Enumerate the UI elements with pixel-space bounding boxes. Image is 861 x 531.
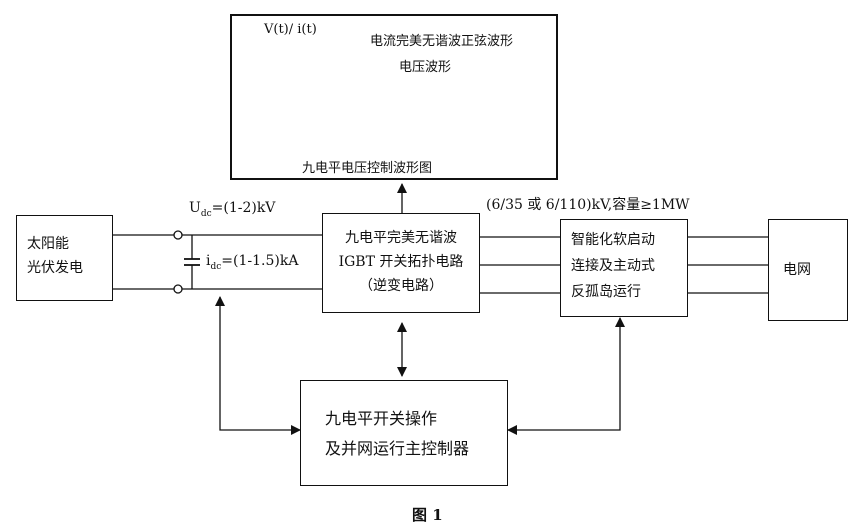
udc-symbol: U	[189, 200, 201, 216]
soft-start-box: 智能化软启动 连接及主动式 反孤岛运行	[560, 219, 688, 317]
terminal-bottom	[173, 284, 183, 294]
inverter-line2: IGBT 开关拓扑电路	[338, 254, 464, 270]
inverter-line1: 九电平完美无谐波	[345, 230, 457, 246]
arrow-dclink-controller	[215, 296, 301, 435]
waveform-axis-label: V(t)/ i(t)	[264, 22, 317, 37]
sine-wave-label: 电流完美无谐波正弦波形	[370, 34, 514, 49]
controller-box: 九电平开关操作 及并网运行主控制器	[300, 380, 508, 486]
udc-value: =(1-2)kV	[211, 200, 276, 216]
grid-label: 电网	[783, 262, 811, 278]
idc-symbol: i	[206, 253, 211, 269]
solar-line1: 太阳能	[27, 236, 69, 252]
output-spec-label: (6/35 或 6/110)kV,容量≥1MW	[486, 197, 690, 213]
grid-box: 电网	[768, 219, 848, 321]
terminal-top	[173, 230, 183, 240]
udc-subscript: dc	[200, 208, 212, 219]
soft-start-line2: 连接及主动式	[571, 258, 655, 274]
arrow-softstart-controller	[507, 317, 625, 435]
inverter-line3: （逆变电路）	[359, 278, 443, 294]
solar-pv-box: 太阳能 光伏发电	[16, 215, 113, 301]
dc-link-capacitor	[184, 235, 200, 289]
inverter-box: 九电平完美无谐波 IGBT 开关拓扑电路 （逆变电路）	[322, 213, 480, 313]
soft-start-line1: 智能化软启动	[571, 232, 655, 248]
voltage-wave-label: 电压波形	[399, 60, 452, 75]
waveform-caption: 九电平电压控制波形图	[302, 161, 433, 176]
figure-caption: 图 1	[412, 506, 443, 524]
idc-label: idc=(1-1.5)kA	[206, 253, 298, 272]
udc-label: Udc=(1-2)kV	[189, 200, 275, 219]
controller-line2: 及并网运行主控制器	[325, 439, 470, 458]
idc-value: =(1-1.5)kA	[221, 253, 299, 269]
waveform-panel	[230, 14, 558, 180]
soft-start-line3: 反孤岛运行	[571, 284, 641, 300]
controller-line1: 九电平开关操作	[325, 409, 438, 428]
idc-subscript: dc	[210, 261, 222, 272]
solar-line2: 光伏发电	[27, 260, 83, 276]
